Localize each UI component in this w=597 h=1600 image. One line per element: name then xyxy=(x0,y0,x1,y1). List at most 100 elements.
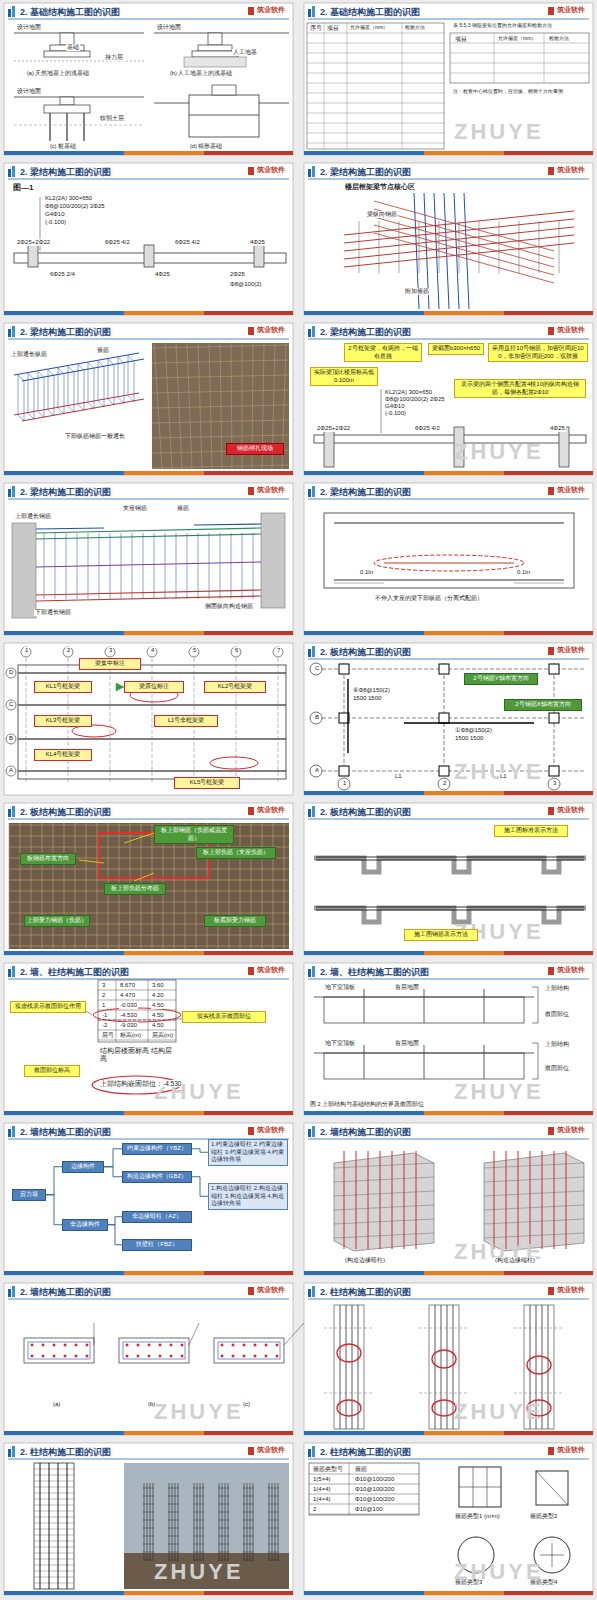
drawing-line xyxy=(322,718,584,719)
drawing-line xyxy=(334,580,564,581)
drawing-line xyxy=(514,1328,564,1329)
slide-drawing xyxy=(304,963,593,1115)
drawing-line xyxy=(308,1139,589,1140)
drawing-ellipse xyxy=(148,1355,151,1358)
drawing-ellipse xyxy=(232,1355,235,1358)
drawing-line xyxy=(168,1488,179,1489)
drawing-shape xyxy=(254,245,264,267)
drawing-line xyxy=(36,562,261,567)
drawing-shape xyxy=(4,1111,124,1115)
slide-drawing xyxy=(324,513,574,588)
drawing-shape xyxy=(261,513,285,608)
drawing-line xyxy=(98,1040,176,1041)
drawing-line xyxy=(218,1488,229,1489)
drawing-shape xyxy=(9,823,289,949)
drawing-ellipse xyxy=(75,1344,78,1347)
slide-drawing xyxy=(314,857,586,922)
callout-box: 采用直径10号钢筋，加密区间距100，非加密区间距200，双肢箍 xyxy=(488,343,588,362)
drawing-shape xyxy=(8,9,11,17)
drawing-line xyxy=(193,1520,204,1521)
slide-drawing xyxy=(9,823,289,949)
slide-drawing xyxy=(314,987,538,1079)
drawing-label: (a) xyxy=(52,1401,61,1408)
drawing-label: 2Φ25 xyxy=(229,271,246,278)
drawing-line xyxy=(49,113,50,141)
drawing-shape xyxy=(12,6,15,17)
callout-text: 施工图标准表示方法 xyxy=(497,827,565,835)
slide-title: 2. 板结构施工图的识图 xyxy=(320,646,411,659)
callout-text: 板底部受力钢筋 xyxy=(207,917,263,925)
slide-title: 2. 墙结构施工图的识图 xyxy=(20,1286,111,1299)
drawing-shape xyxy=(424,951,504,955)
drawing-line xyxy=(459,1487,501,1488)
drawing-shape xyxy=(12,966,15,977)
drawing-label: 设计地面 xyxy=(16,88,42,95)
drawing-shape xyxy=(24,1338,94,1363)
drawing-line xyxy=(484,1219,584,1224)
drawing-line xyxy=(9,869,289,870)
drawing-ellipse xyxy=(170,1355,173,1358)
drawing-label: 5 xyxy=(192,647,197,654)
drawing-line xyxy=(416,1151,417,1249)
slide-panel: 2. 板结构施工图的识图板上部钢筋（负筋或温度筋）板上部负筋（支座负筋）板钢筋布… xyxy=(4,803,293,955)
drawing-line xyxy=(193,1496,204,1497)
drawing-line xyxy=(165,343,172,469)
callout-box: 梁原位标注 xyxy=(124,681,184,693)
drawing-shape xyxy=(304,1431,424,1435)
drawing-line xyxy=(98,990,176,991)
drawing-label: Φ10@100/200 xyxy=(354,1496,395,1503)
drawing-label: -1 xyxy=(101,1012,108,1019)
drawing-line xyxy=(284,1323,304,1345)
drawing-shape xyxy=(152,343,289,469)
drawing-shape xyxy=(459,1467,501,1507)
drawing-shape xyxy=(548,487,554,495)
drawing-line xyxy=(8,339,289,340)
drawing-line xyxy=(98,1000,176,1001)
drawing-ellipse xyxy=(221,1344,224,1347)
drawing-shape xyxy=(304,1123,593,1275)
drawing-shape xyxy=(124,1431,204,1435)
drawing-line xyxy=(419,1393,469,1394)
drawing-ellipse xyxy=(310,712,322,724)
slide-title: 2. 梁结构施工图的识图 xyxy=(320,166,411,179)
drawing-line xyxy=(243,1496,254,1497)
callout-text: KL5号框架梁 xyxy=(177,779,237,787)
drawing-line xyxy=(272,1483,273,1561)
drawing-line xyxy=(193,1528,204,1529)
drawing-shape xyxy=(504,1111,593,1115)
drawing-ellipse xyxy=(265,1355,268,1358)
drawing-label: A xyxy=(314,767,320,774)
drawing-line xyxy=(544,33,545,83)
drawing-line xyxy=(334,1205,434,1210)
slide-drawing xyxy=(4,1123,293,1275)
drawing-shape xyxy=(309,1463,419,1515)
drawing-line xyxy=(309,1504,419,1505)
drawing-line xyxy=(150,1483,151,1561)
drawing-shape xyxy=(308,329,311,337)
callout-box: 实际梁顶比楼层标高低0.100m xyxy=(310,367,378,386)
drawing-line xyxy=(243,1544,254,1545)
drawing-shape xyxy=(248,327,254,335)
logo-text: 筑业软件 xyxy=(556,1126,586,1134)
drawing-ellipse xyxy=(6,668,16,678)
slide-panel: 2. 基础结构施工图的识图 xyxy=(4,3,293,155)
slide-title: 2. 板结构施工图的识图 xyxy=(20,806,111,819)
drawing-ellipse xyxy=(159,1355,162,1358)
drawing-shape xyxy=(334,1305,364,1429)
drawing-line xyxy=(364,989,365,1023)
drawing-line xyxy=(14,61,144,62)
drawing-line xyxy=(253,533,254,599)
drawing-shape xyxy=(308,1289,311,1297)
drawing-shape xyxy=(28,245,38,267)
slide-drawing xyxy=(304,1283,593,1435)
callout-box: KL3号框架梁 xyxy=(34,715,92,727)
drawing-shape xyxy=(44,105,90,113)
tree-box: 非边缘构件 xyxy=(62,1219,108,1231)
drawing-label: 箍筋 xyxy=(96,347,110,354)
drawing-shape xyxy=(8,1289,11,1297)
drawing-shape xyxy=(308,969,311,977)
drawing-line xyxy=(218,1512,229,1513)
drawing-shape xyxy=(4,1591,124,1595)
drawing-line xyxy=(8,1459,289,1460)
drawing-label: 1(4×4) xyxy=(312,1486,332,1493)
